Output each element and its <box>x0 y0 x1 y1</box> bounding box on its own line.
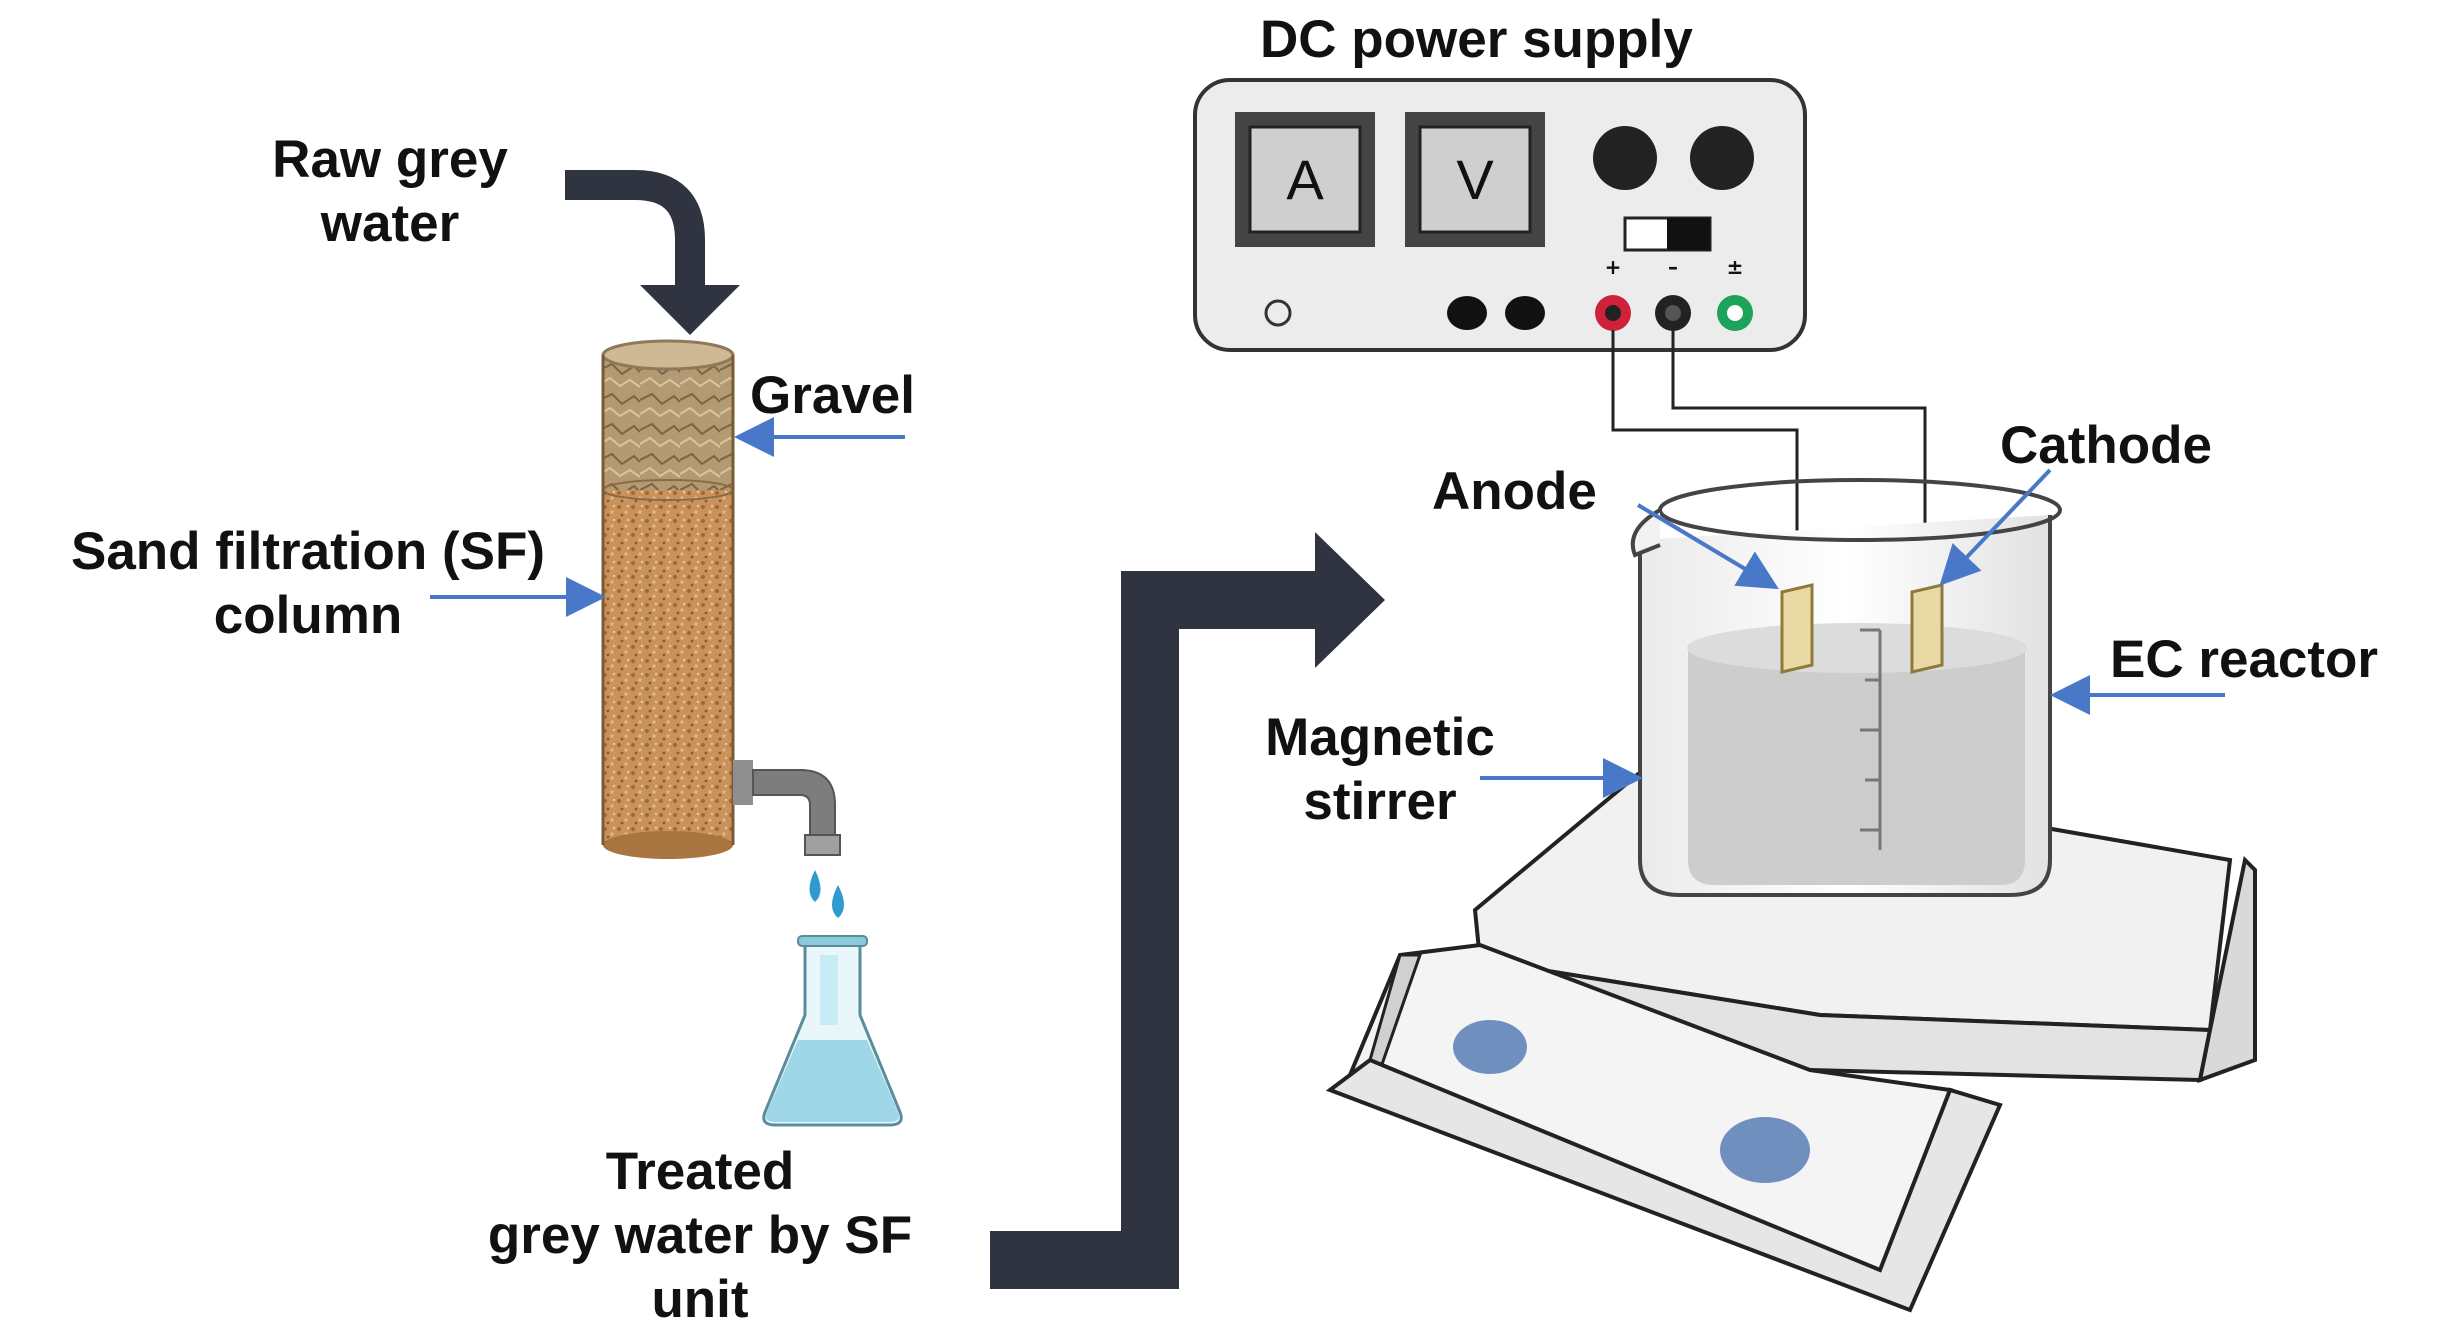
raw-grey-water-line1: Raw grey <box>272 130 508 189</box>
anode-label: Anode <box>1432 462 1597 521</box>
magnetic-stirrer-line1: Magnetic <box>1265 708 1495 767</box>
magnetic-stirrer-label: Magnetic stirrer <box>1230 706 1530 834</box>
terminal-plus-sign: + <box>1604 255 1622 279</box>
cathode-label: Cathode <box>2000 416 2212 475</box>
terminal-minus-sign: – <box>1668 255 1678 279</box>
stirrer-knob-right <box>1720 1117 1810 1183</box>
terminal-ground-sign: ± <box>1726 255 1744 279</box>
anode-pointer-arrow <box>1636 503 1779 590</box>
cathode-pointer-arrow <box>1939 468 2052 586</box>
raw-water-inlet-arrow <box>565 170 740 335</box>
treated-line2: grey water by SF <box>487 1206 913 1265</box>
flow-to-ec-arrow <box>990 532 1385 1289</box>
water-drops-icon <box>809 870 844 918</box>
dc-power-supply-icon <box>1193 78 1807 352</box>
treated-grey-water-label: Treated grey water by SF unit <box>400 1140 1000 1332</box>
anode-plate <box>1780 583 1814 674</box>
sf-column-line2: column <box>213 586 403 645</box>
cathode-plate <box>1910 583 1944 674</box>
ammeter-letter: A <box>1286 148 1324 211</box>
voltmeter-letter: V <box>1456 148 1494 211</box>
stirrer-knob-left <box>1453 1020 1527 1074</box>
treated-line1: Treated <box>605 1142 795 1201</box>
raw-grey-water-line2: water <box>320 194 460 253</box>
sf-column-label: Sand filtration (SF) column <box>18 520 598 648</box>
dc-power-supply-label: DC power supply <box>1260 10 1693 69</box>
treated-line3: unit <box>651 1270 749 1329</box>
sand-filter-column-icon <box>601 339 735 859</box>
beaker-icon <box>1630 478 2062 897</box>
magnetic-stirrer-line2: stirrer <box>1303 772 1457 831</box>
faucet-icon <box>733 760 841 856</box>
raw-grey-water-label: Raw grey water <box>230 128 550 256</box>
erlenmeyer-flask-icon <box>762 935 903 1127</box>
electrode-wires <box>1611 330 1927 590</box>
ec-reactor-label: EC reactor <box>2110 630 2379 689</box>
sf-column-line1: Sand filtration (SF) <box>70 522 546 581</box>
gravel-label: Gravel <box>750 366 916 425</box>
